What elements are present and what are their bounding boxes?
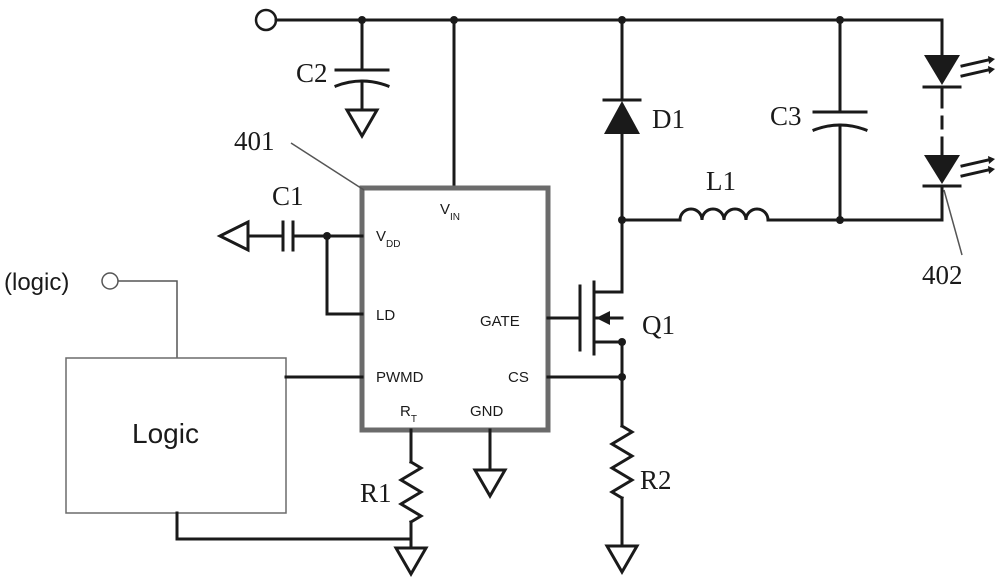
capacitor-c1 <box>220 222 362 314</box>
ic-ground <box>475 430 505 496</box>
capacitor-c3 <box>814 20 866 220</box>
resistor-r2 <box>548 373 637 572</box>
pin-gnd: GND <box>470 403 504 420</box>
label-401: 401 <box>234 126 275 156</box>
label-c1: C1 <box>272 181 304 211</box>
label-l1: L1 <box>706 166 736 196</box>
label-c3: C3 <box>770 101 802 131</box>
label-d1: D1 <box>652 104 685 134</box>
input-terminal <box>256 10 276 30</box>
ground-symbol-c1 <box>220 222 248 250</box>
pin-gate: GATE <box>480 313 520 330</box>
pin-cs: CS <box>508 369 529 386</box>
label-402: 402 <box>922 260 963 290</box>
logic-input-label: (logic) <box>4 269 69 296</box>
label-r1: R1 <box>360 478 392 508</box>
label-q1: Q1 <box>642 310 675 340</box>
label-c2: C2 <box>296 58 328 88</box>
resistor-r1 <box>396 430 426 574</box>
inductor-l1 <box>622 209 942 224</box>
ground-symbol-c2 <box>347 110 377 136</box>
capacitor-c2 <box>336 20 388 136</box>
ground-symbol-ic <box>475 470 505 496</box>
mosfet-q1 <box>548 220 626 377</box>
pin-ld: LD <box>376 307 395 324</box>
pin-pwmd: PWMD <box>376 369 424 386</box>
ref-402-leader <box>944 190 962 255</box>
label-r2: R2 <box>640 465 672 495</box>
diode-d1 <box>604 20 640 224</box>
ground-symbol-r2 <box>607 546 637 572</box>
logic-input-terminal <box>102 273 118 289</box>
ground-symbol-r1 <box>396 548 426 574</box>
logic-block-label: Logic <box>132 418 199 449</box>
